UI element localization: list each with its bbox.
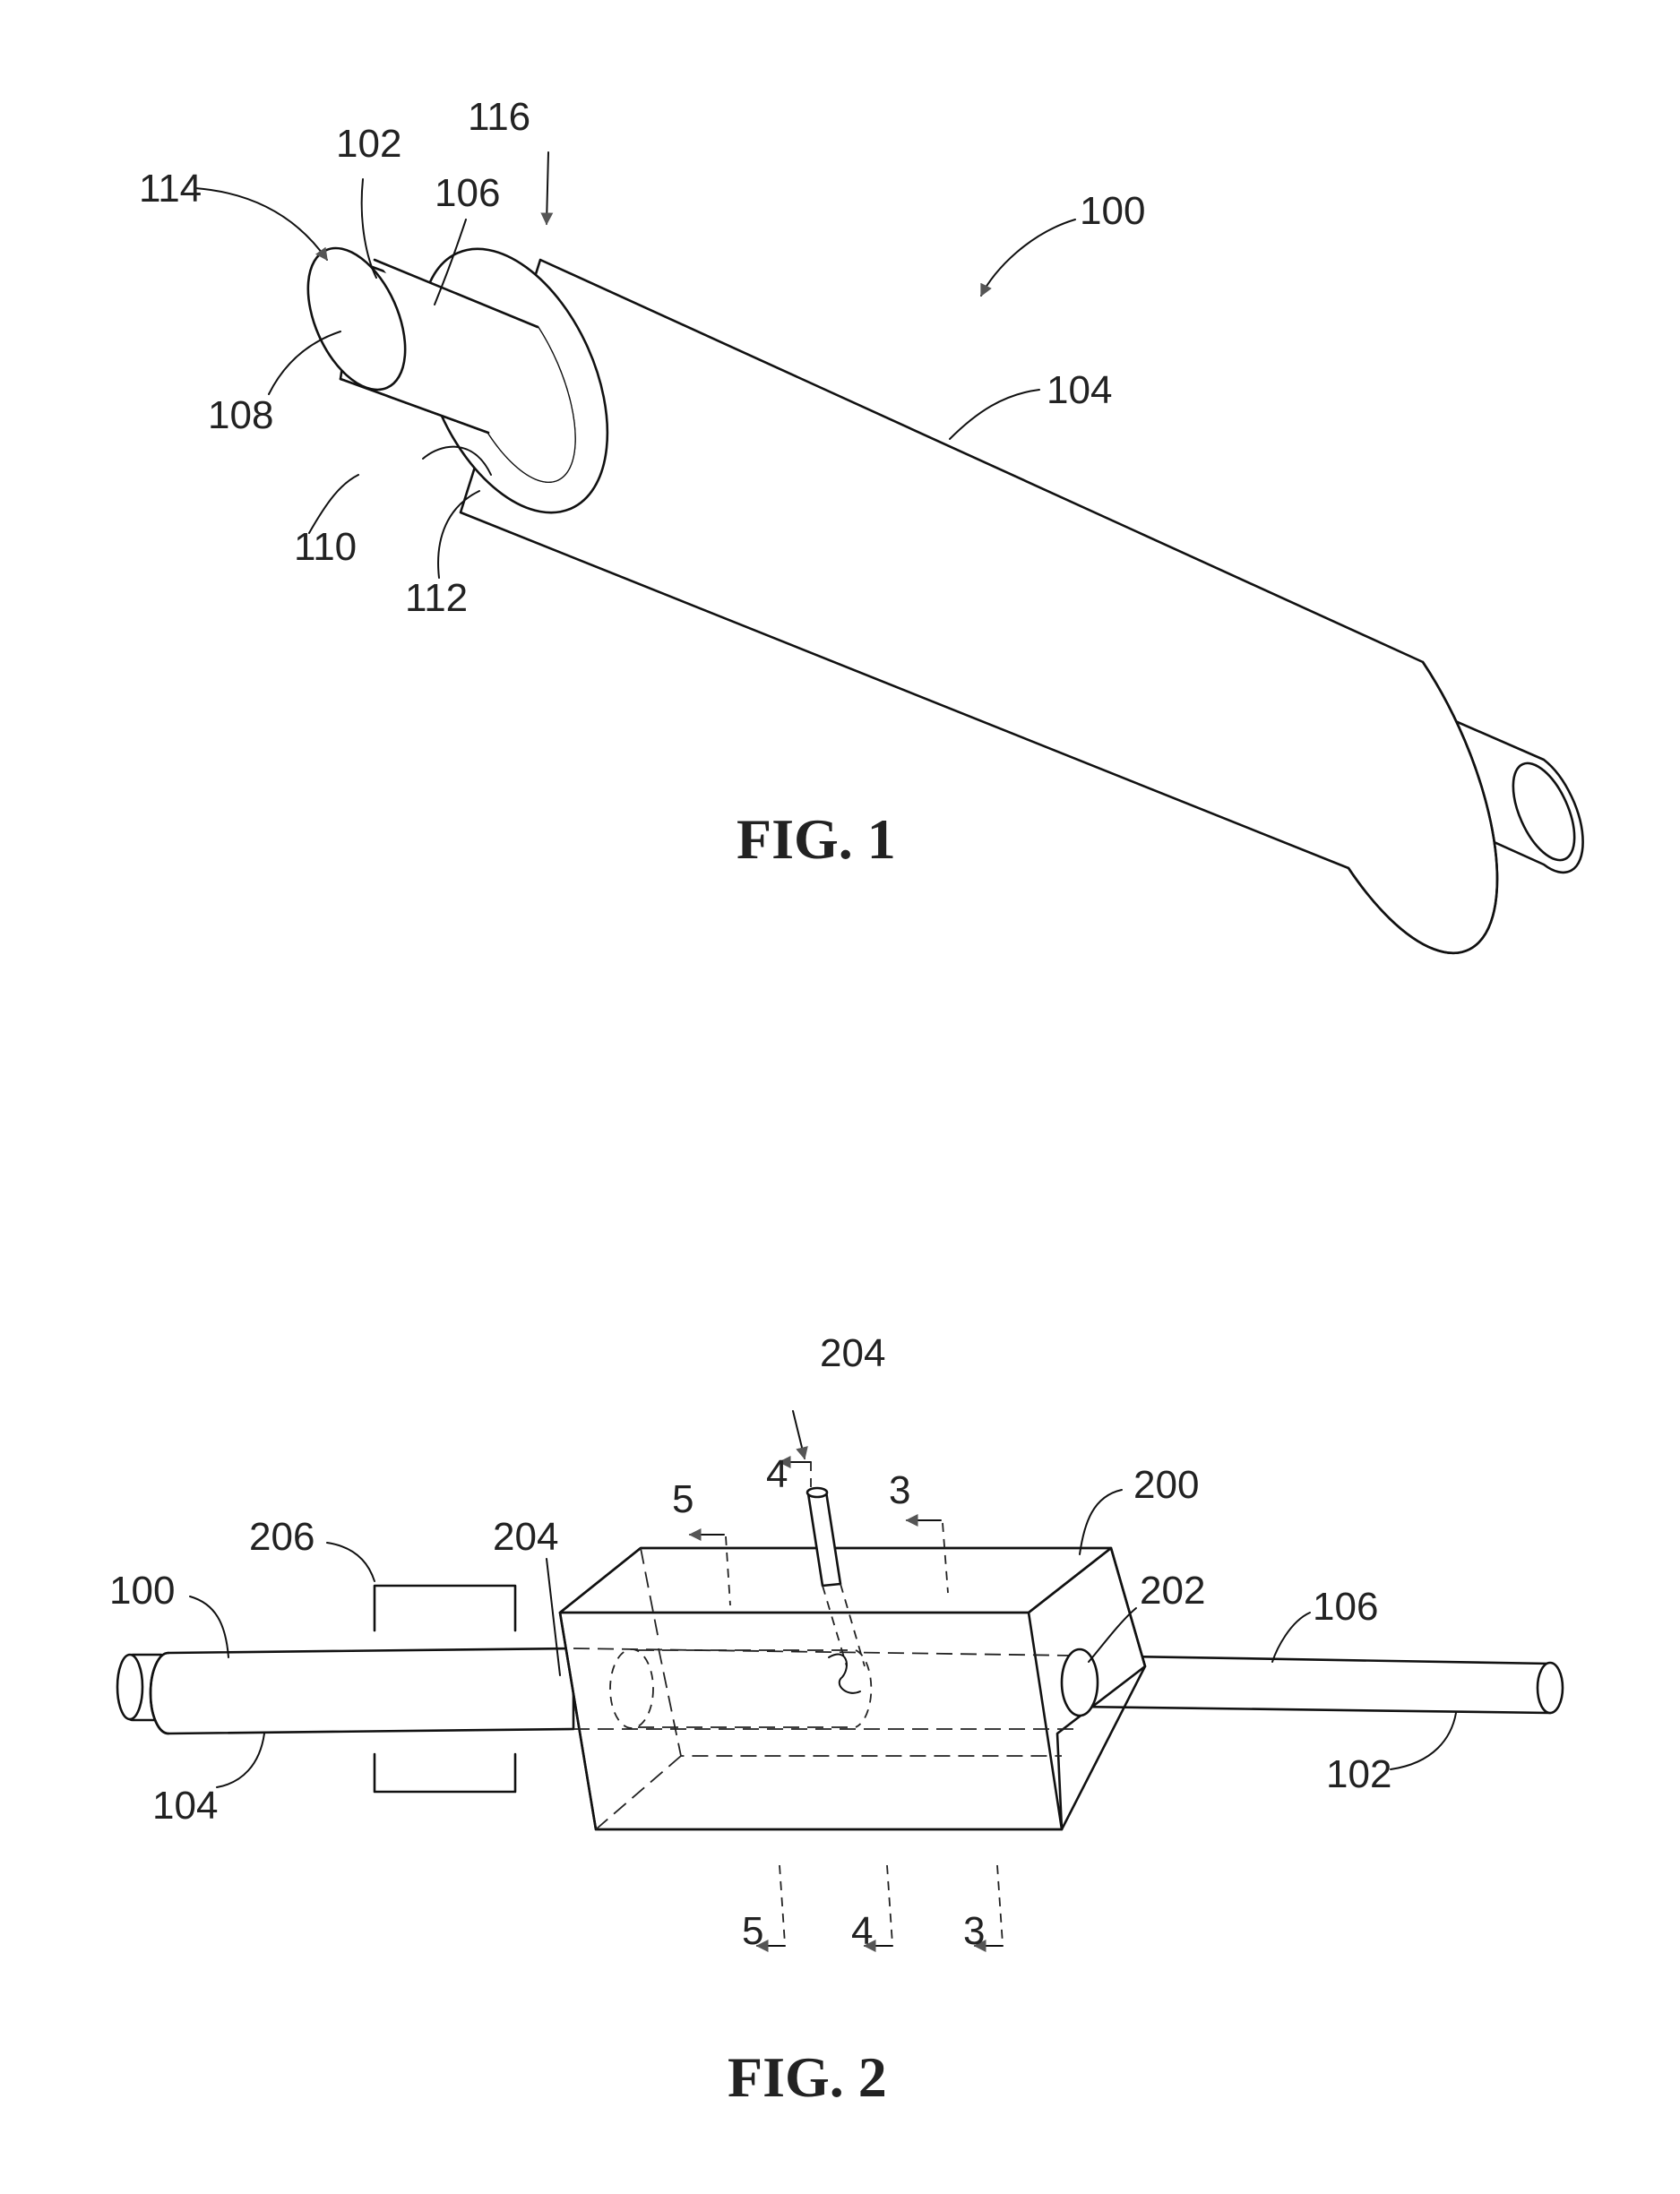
fig2-left-pipe [117,1648,573,1734]
leader-206 [327,1543,375,1581]
leader-102 [1391,1713,1456,1769]
label-202: 202 [1140,1569,1205,1613]
label-4-bottom: 4 [851,1909,873,1953]
label-5-bottom: 5 [742,1909,763,1953]
leader-204-top [793,1411,805,1458]
leader-100 [981,219,1075,296]
leader-116 [547,152,548,224]
label-106: 106 [1313,1585,1378,1629]
label-108: 108 [208,393,273,437]
label-5-top: 5 [672,1477,694,1521]
figure-2: 204 4 5 3 200 206 204 202 100 106 104 10… [109,1331,1563,2109]
label-100: 100 [109,1569,175,1613]
leader-106 [1272,1613,1310,1662]
fig2-right-pipe [1075,1656,1563,1713]
leader-114 [195,188,327,260]
label-104: 104 [1047,368,1112,412]
label-102: 102 [336,122,401,166]
label-4-top: 4 [766,1452,788,1496]
fig1-jacket-body [461,260,1497,953]
leader-200 [1080,1490,1122,1554]
label-110: 110 [294,525,357,569]
label-100: 100 [1080,189,1145,233]
label-200: 200 [1133,1463,1199,1507]
leader-100 [190,1596,228,1657]
label-114: 114 [139,167,202,211]
label-104: 104 [152,1784,218,1828]
fig2-caption: FIG. 2 [728,2045,887,2109]
leader-104 [217,1734,264,1787]
label-204-mid: 204 [493,1515,558,1559]
label-3-top: 3 [889,1468,910,1512]
label-3-bottom: 3 [963,1909,985,1953]
label-106: 106 [435,171,500,215]
label-112: 112 [405,576,468,620]
leader-104 [950,390,1039,439]
label-102: 102 [1326,1752,1391,1796]
figure-1: 114 102 106 116 100 108 104 110 112 FIG.… [139,95,1587,953]
label-204-top: 204 [820,1331,885,1375]
label-206: 206 [249,1515,314,1559]
label-116: 116 [468,95,530,139]
fig2-housing-200 [560,1548,1145,1829]
fig1-caption: FIG. 1 [737,807,896,871]
